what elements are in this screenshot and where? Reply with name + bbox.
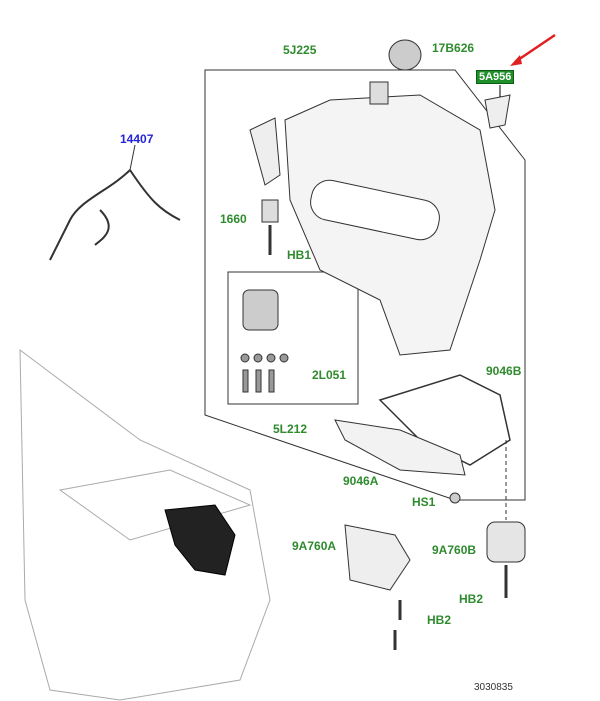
wiring-harness xyxy=(49,169,181,261)
vehicle-rear-outline xyxy=(19,348,271,701)
bracket-9046a xyxy=(334,419,466,476)
fuel-pump-module xyxy=(242,289,279,331)
red-arrow xyxy=(514,33,556,64)
label-bracket-b[interactable]: 9046B xyxy=(486,364,522,378)
label-filler-cap[interactable]: 17B626 xyxy=(432,41,475,55)
label-screw-hs1[interactable]: HS1 xyxy=(412,495,436,509)
mount-9a760a xyxy=(344,524,411,591)
document-number: 3030835 xyxy=(474,682,513,693)
label-wiring-harness[interactable]: 14407 xyxy=(120,132,154,146)
pump-kit-frame xyxy=(227,271,359,405)
filler-cap xyxy=(388,39,422,71)
tank-bracket xyxy=(249,117,281,186)
label-mount-b[interactable]: 9A760B xyxy=(432,543,477,557)
label-fixing-kit[interactable]: 2L051 xyxy=(312,368,347,382)
label-insulator[interactable]: 1660 xyxy=(220,212,247,226)
assembly-frame xyxy=(204,69,526,501)
label-mount-a[interactable]: 9A760A xyxy=(292,539,337,553)
filler-neck xyxy=(369,81,389,105)
insulator xyxy=(261,199,279,223)
mount-9a760b xyxy=(486,521,526,563)
label-fuel-tank[interactable]: 5J225 xyxy=(283,43,317,57)
label-bolt-hb2-right[interactable]: HB2 xyxy=(459,592,484,606)
tank-handle-recess xyxy=(310,179,440,241)
label-warning-label[interactable]: 5A956 xyxy=(476,70,515,84)
label-bracket-a[interactable]: 9046A xyxy=(343,474,379,488)
label-pump-kit[interactable]: 5L212 xyxy=(273,422,308,436)
warning-label-sticker xyxy=(484,94,511,129)
label-bolt-hb2-left[interactable]: HB2 xyxy=(427,613,452,627)
label-bolt-hb1[interactable]: HB1 xyxy=(287,248,312,262)
vehicle-fuel-tank xyxy=(164,504,236,576)
screw-hs1 xyxy=(449,492,461,504)
fixing-kit-parts xyxy=(240,353,289,393)
